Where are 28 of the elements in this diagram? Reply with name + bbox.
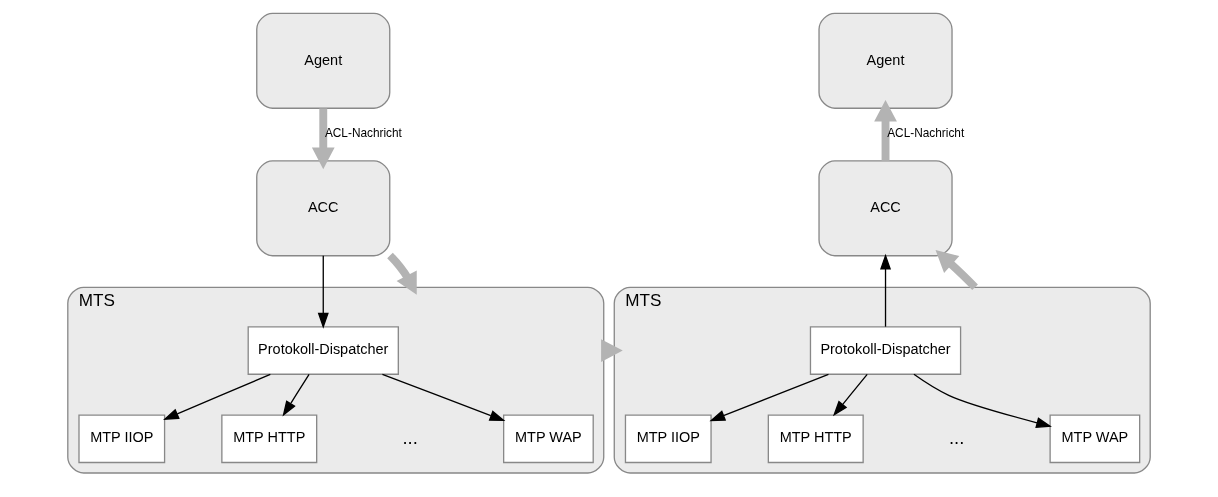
node-box: MTP HTTP — [767, 414, 864, 464]
arrow — [832, 373, 868, 417]
arrow — [311, 108, 335, 170]
edge-label: ACL-Nachricht — [324, 126, 402, 141]
node-box: ACC — [256, 160, 391, 257]
node-box: ACC — [818, 160, 953, 257]
arrow — [387, 252, 417, 295]
edge-label: ACL-Nachricht — [887, 126, 965, 141]
node-box: MTP IIOP — [624, 414, 712, 464]
arrow — [282, 373, 310, 417]
node-box: Agent — [256, 12, 391, 109]
arrow — [913, 373, 1052, 429]
node-box: MTP WAP — [1049, 414, 1141, 464]
arrow — [317, 255, 329, 329]
arrow — [381, 373, 506, 422]
label: ... — [948, 426, 965, 448]
label: ... — [402, 426, 418, 448]
node-box: Protokoll-Dispatcher — [809, 326, 962, 375]
node-box: MTP HTTP — [221, 414, 318, 464]
arrow — [709, 373, 830, 422]
arrow — [874, 99, 897, 161]
node-box: Protokoll-Dispatcher — [247, 326, 399, 375]
node-box: MTP WAP — [503, 414, 594, 464]
node-box: Agent — [818, 12, 953, 109]
arrow — [163, 373, 271, 420]
arrow — [880, 253, 892, 328]
node-box: MTP IIOP — [78, 414, 166, 464]
arrow — [935, 250, 978, 291]
